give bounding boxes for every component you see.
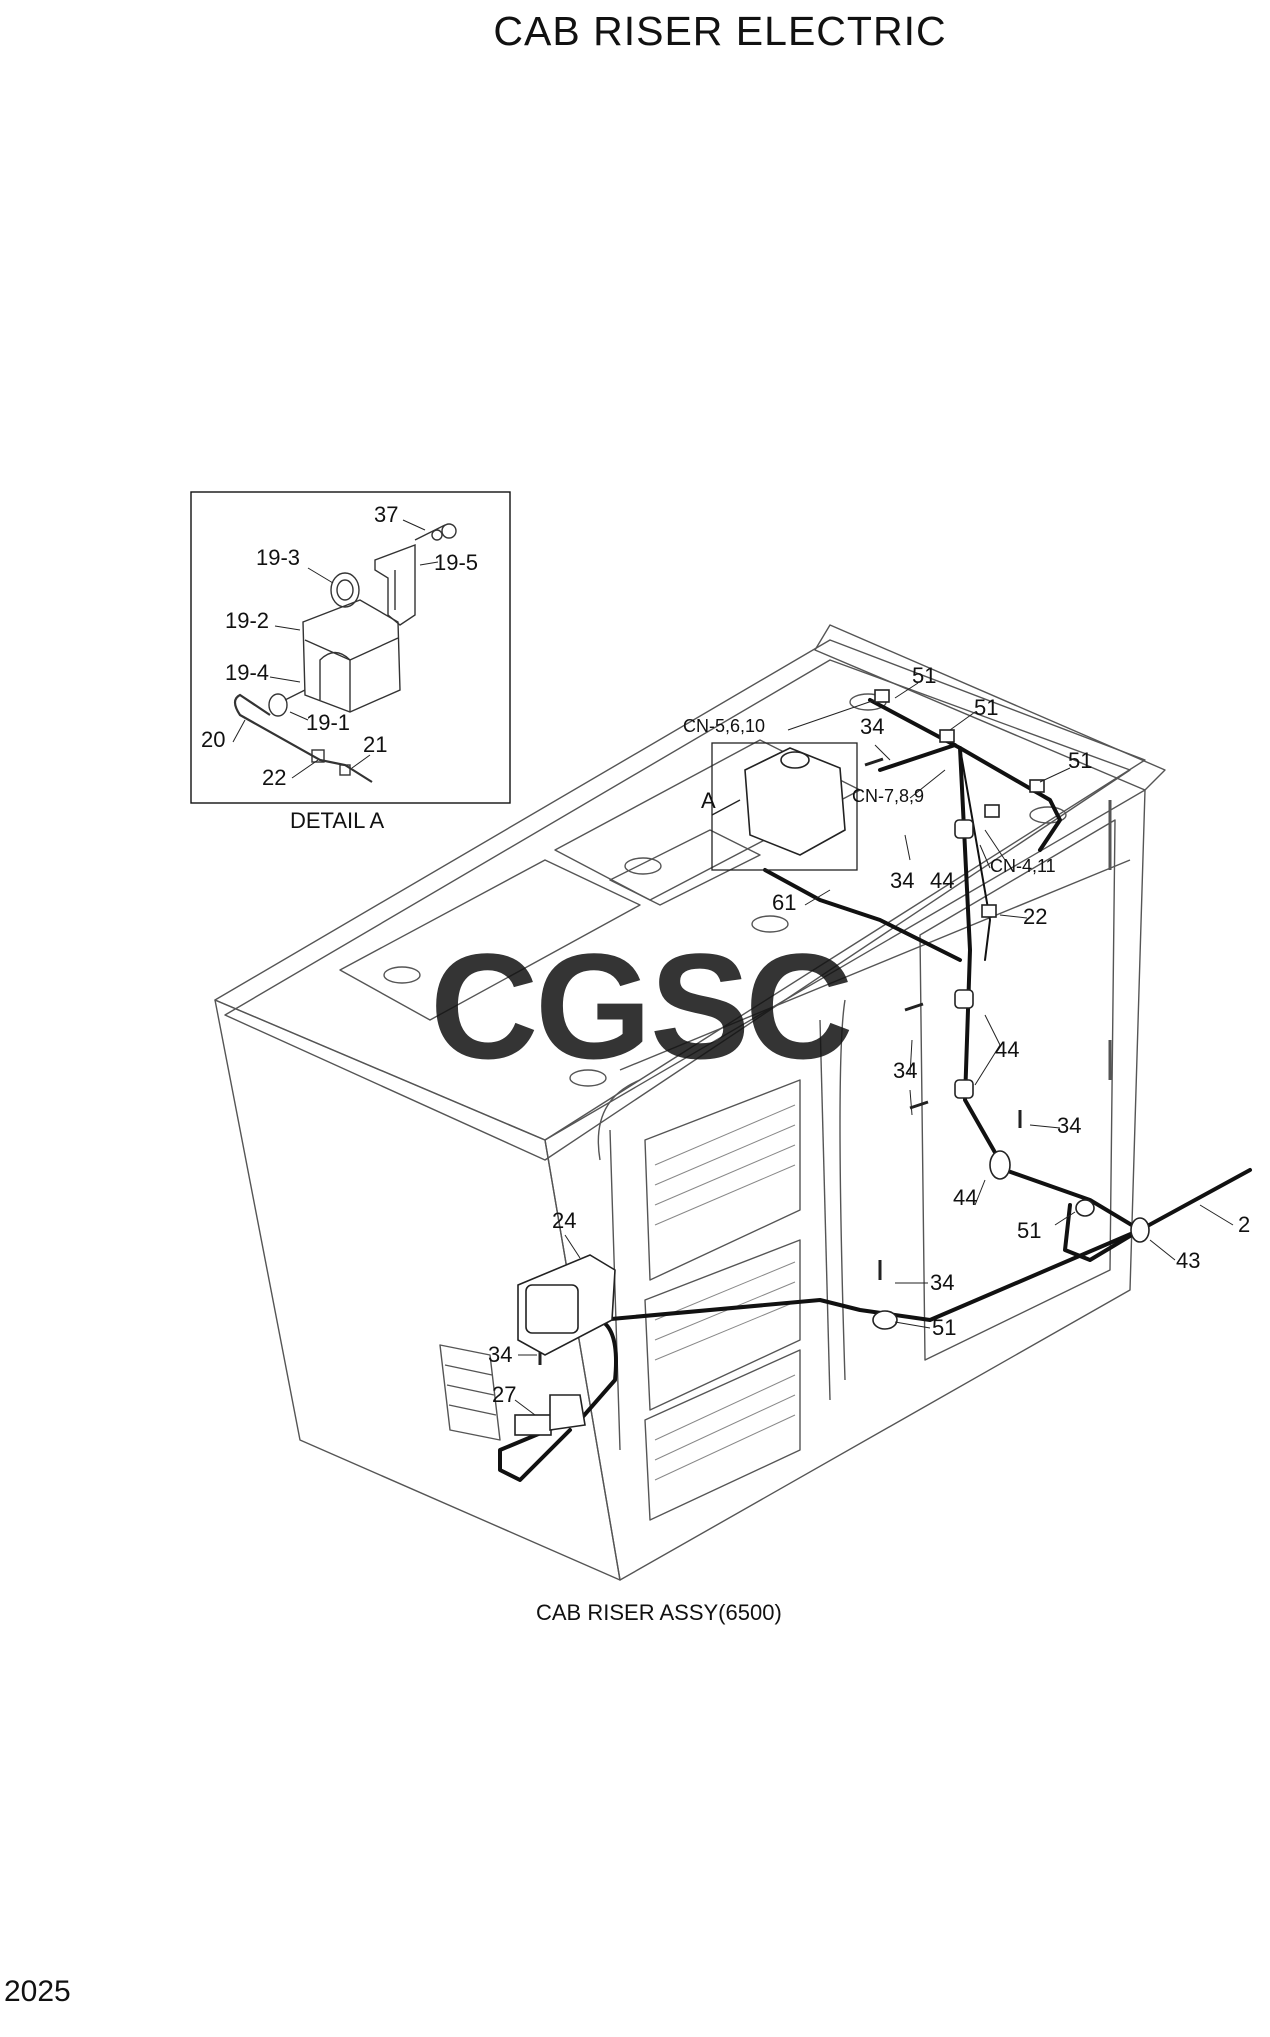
- label-44-c: 44: [953, 1185, 977, 1210]
- label-cn-7-8-9: CN-7,8,9: [852, 786, 924, 806]
- label-37: 37: [374, 502, 398, 527]
- page-title: CAB RISER ELECTRIC: [493, 8, 947, 54]
- label-22-detail: 22: [262, 765, 286, 790]
- label-19-1: 19-1: [306, 710, 350, 735]
- watermark-c1: C: [430, 922, 538, 1090]
- label-51-e: 51: [932, 1315, 956, 1340]
- label-51-c: 51: [1068, 748, 1092, 773]
- label-27: 27: [492, 1382, 516, 1407]
- label-34-d: 34: [1057, 1113, 1081, 1138]
- watermark-c2: C: [745, 922, 853, 1090]
- wiring-harness: [498, 698, 1252, 1482]
- label-51-b: 51: [974, 695, 998, 720]
- label-34-c: 34: [893, 1058, 917, 1083]
- label-19-5: 19-5: [434, 550, 478, 575]
- label-51-a: 51: [912, 663, 936, 688]
- label-34-b: 34: [890, 868, 914, 893]
- label-19-4: 19-4: [225, 660, 269, 685]
- label-43: 43: [1176, 1248, 1200, 1273]
- stair-treads: [654, 1104, 796, 1481]
- label-44-a: 44: [930, 868, 954, 893]
- watermark-s: S: [650, 922, 750, 1090]
- label-34-a: 34: [860, 714, 884, 739]
- deck-holes: [383, 693, 1067, 1087]
- watermark: C G S C: [430, 922, 853, 1090]
- label-20: 20: [201, 727, 225, 752]
- label-cn-5-6-10: CN-5,6,10: [683, 716, 765, 736]
- detail-a-caption: DETAIL A: [290, 808, 384, 833]
- assembly-caption: CAB RISER ASSY(6500): [536, 1600, 782, 1625]
- leader-lines: [232, 519, 1234, 1416]
- label-22: 22: [1023, 904, 1047, 929]
- label-61: 61: [772, 890, 796, 915]
- label-21: 21: [363, 732, 387, 757]
- label-cn-4-11: CN-4,11: [990, 856, 1056, 876]
- label-51-d: 51: [1017, 1218, 1041, 1243]
- label-44-b: 44: [995, 1037, 1019, 1062]
- detail-a-inset: [190, 491, 511, 804]
- detail-a-marker: A: [701, 788, 716, 813]
- harness-clamps: [514, 689, 1150, 1436]
- cab-riser-frame: [214, 624, 1166, 1581]
- detail-a-callout: [711, 742, 858, 871]
- label-34-f: 34: [488, 1342, 512, 1367]
- label-19-3: 19-3: [256, 545, 300, 570]
- watermark-g: G: [535, 922, 652, 1090]
- page-number: 2025: [4, 1975, 71, 2008]
- label-19-2: 19-2: [225, 608, 269, 633]
- label-34-e: 34: [930, 1270, 954, 1295]
- label-24: 24: [552, 1208, 576, 1233]
- label-2: 2: [1238, 1212, 1250, 1237]
